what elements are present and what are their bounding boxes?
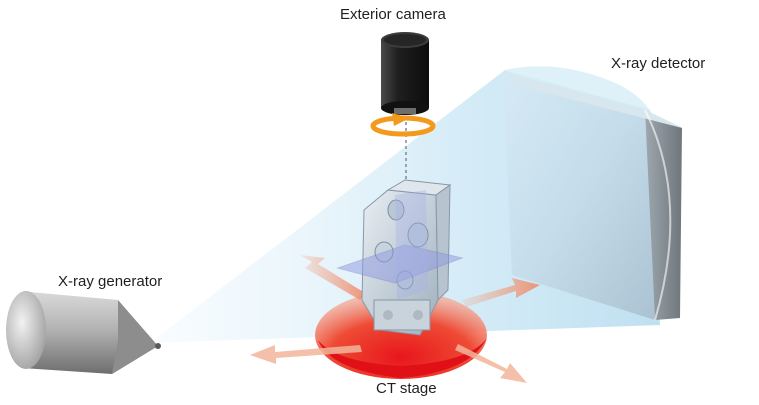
stage-motion-arrows xyxy=(250,255,540,383)
exterior-camera xyxy=(381,32,429,115)
ct-stage-label: CT stage xyxy=(376,380,437,397)
xray-generator xyxy=(6,291,161,374)
xray-detector-label: X-ray detector xyxy=(611,55,706,72)
xray-generator-label: X-ray generator xyxy=(58,273,163,290)
rotation-arrow xyxy=(370,113,436,137)
xray-detector xyxy=(503,72,682,321)
exterior-camera-label: Exterior camera xyxy=(340,6,446,23)
slice-planes xyxy=(336,190,464,300)
ct-stage xyxy=(315,291,487,379)
